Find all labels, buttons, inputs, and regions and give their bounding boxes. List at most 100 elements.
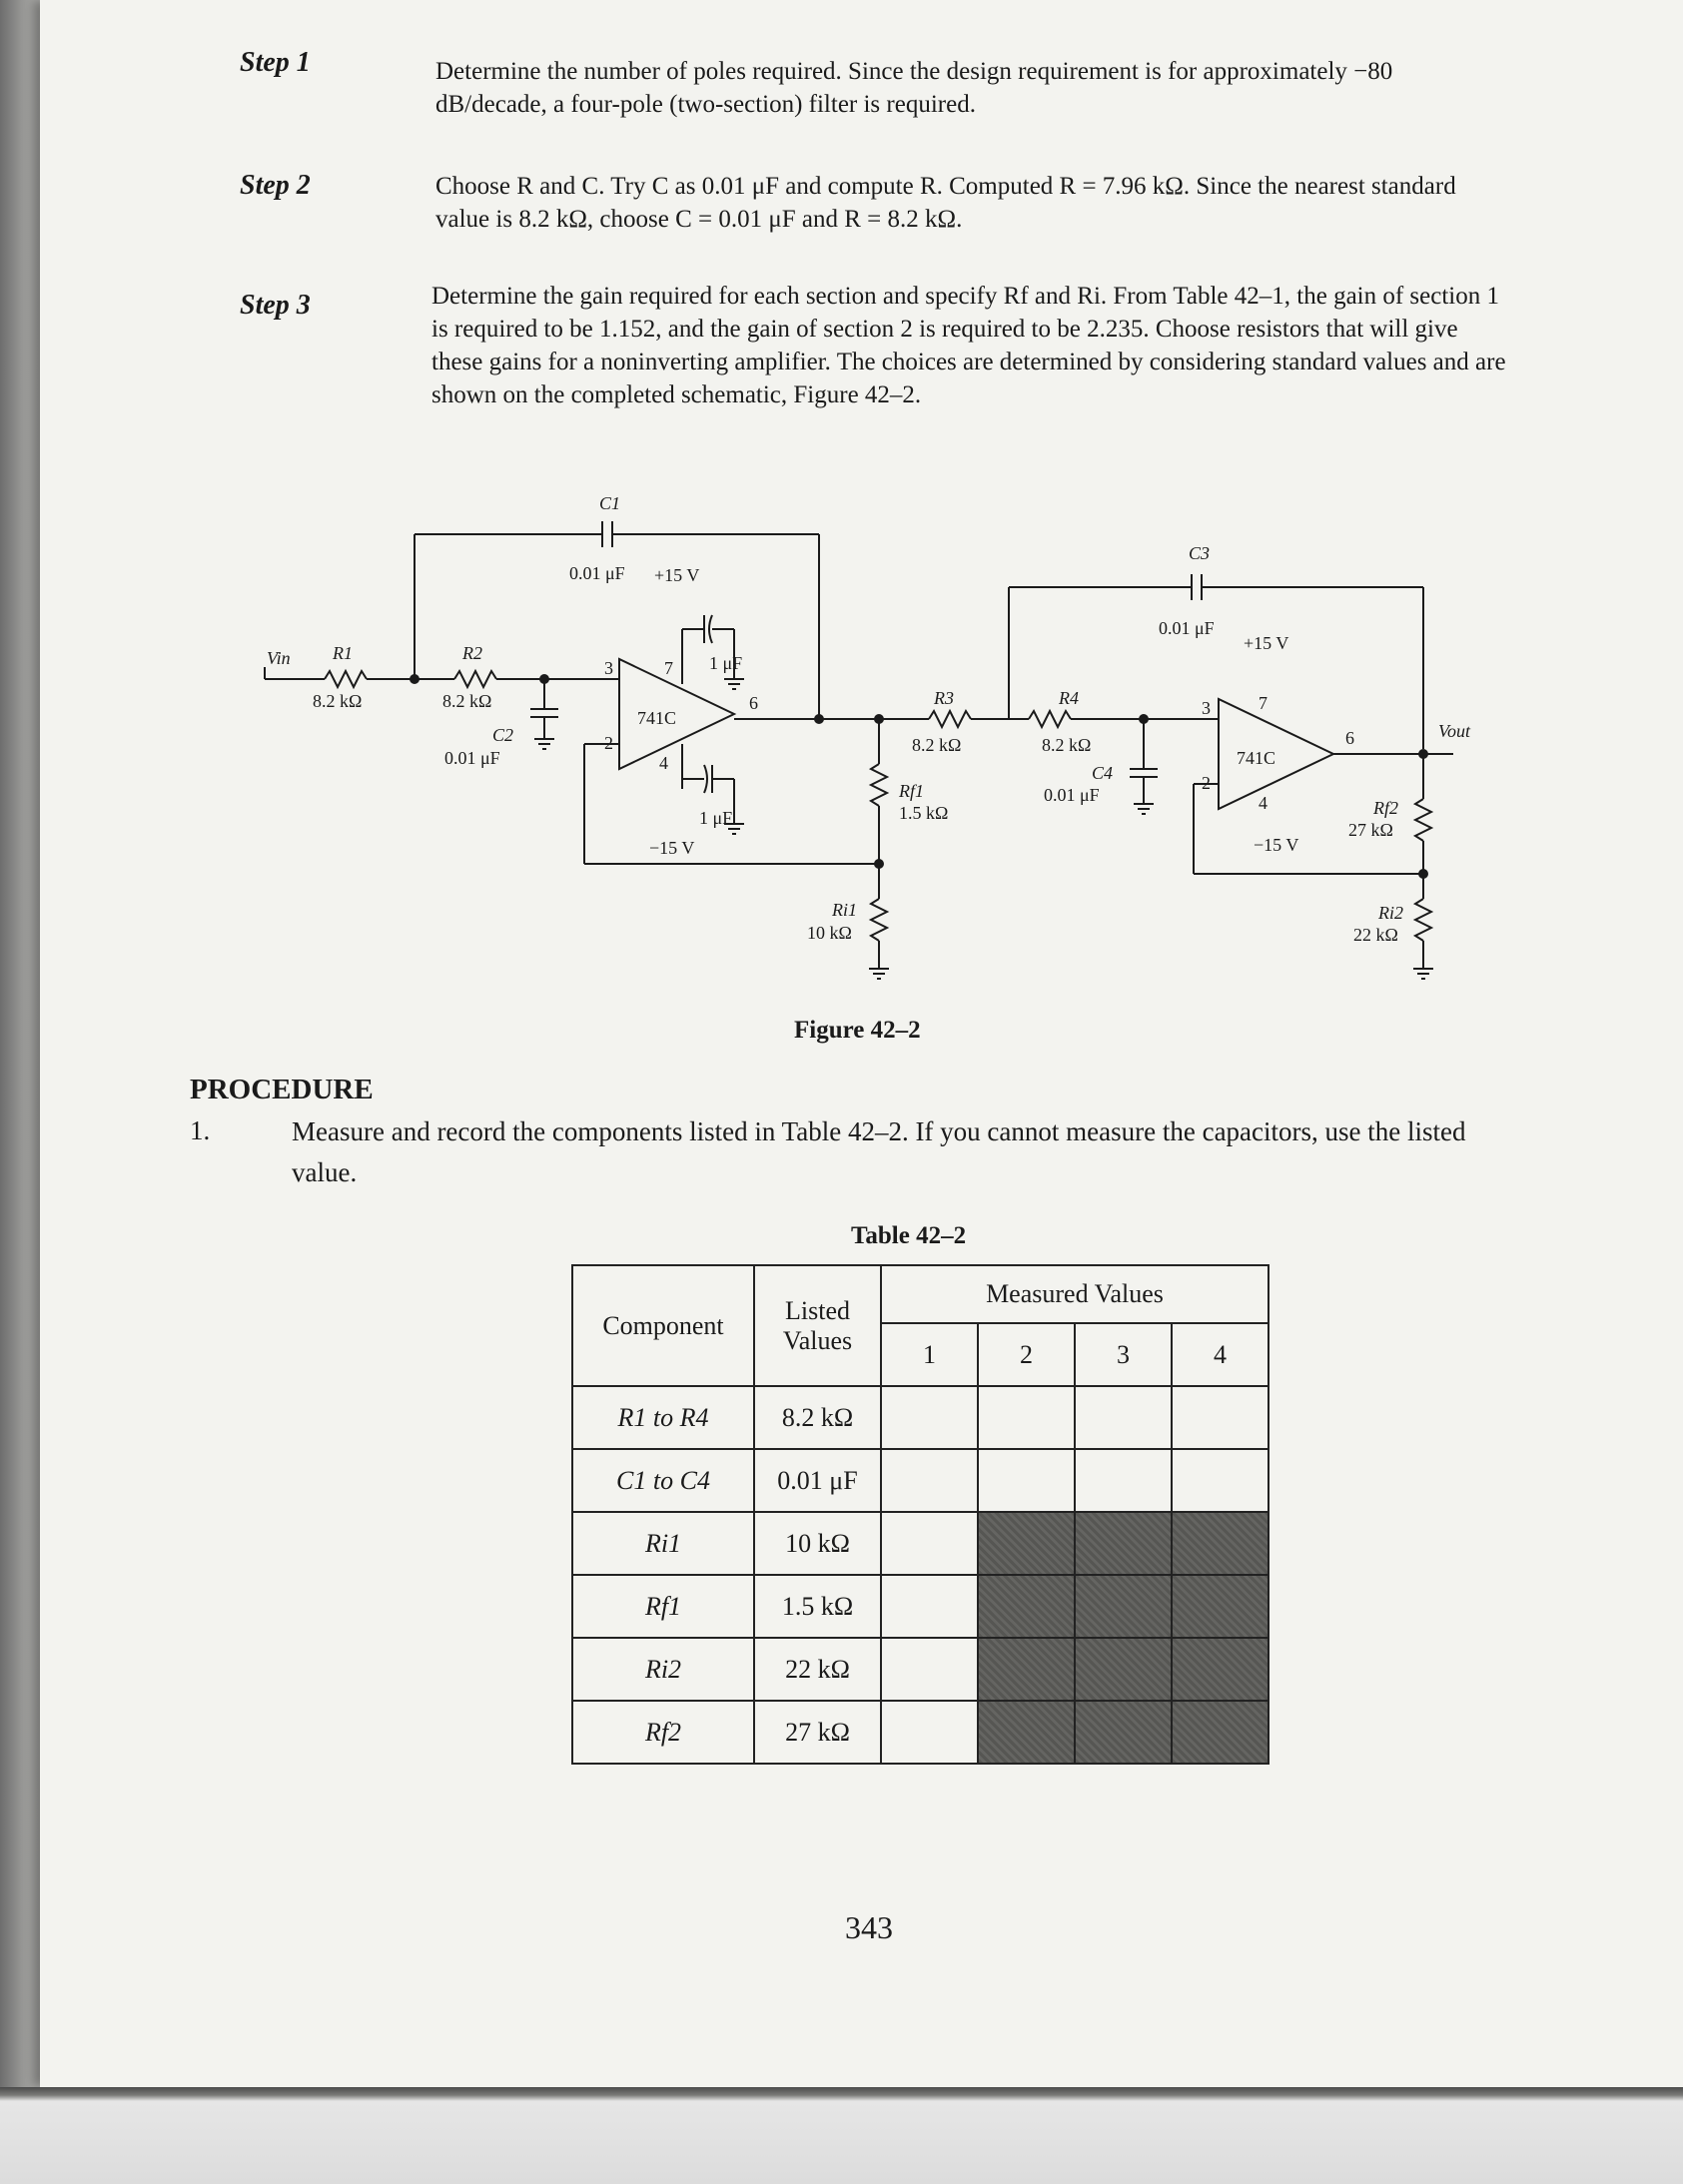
rf1-label: Rf1 [898, 781, 924, 801]
opamp-1-label: 741C [637, 708, 676, 728]
r3-label: R3 [933, 688, 954, 708]
rf2-label: Rf2 [1372, 798, 1398, 818]
table-row: C1 to C4 0.01 μF [571, 1448, 1269, 1513]
shaded-cell [1074, 1574, 1173, 1639]
row-listed: 22 kΩ [753, 1637, 882, 1702]
shaded-cell [1171, 1700, 1269, 1765]
header-listed: Listed Values [753, 1264, 882, 1387]
r1-resistor [324, 668, 368, 690]
c4-value: 0.01 μF [1044, 785, 1100, 805]
rf1-value: 1.5 kΩ [899, 803, 948, 823]
c4-label: C4 [1092, 763, 1113, 783]
measured-cell[interactable] [1171, 1385, 1269, 1450]
r1-label: R1 [332, 643, 353, 663]
c3-value: 0.01 μF [1159, 618, 1215, 638]
row-listed: 1.5 kΩ [753, 1574, 882, 1639]
measured-cell[interactable] [977, 1448, 1076, 1513]
pin6-2: 6 [1345, 728, 1354, 748]
measured-cell[interactable] [880, 1385, 979, 1450]
page-edge-shadow [0, 2087, 1683, 2184]
filter-schematic: Vin R1 8.2 kΩ R2 8.2 kΩ C1 0.01 μF +15 V… [264, 493, 1471, 980]
step-2-label: Step 2 [240, 170, 311, 201]
vpos-2-label: +15 V [1244, 633, 1288, 653]
shaded-cell [1171, 1511, 1269, 1576]
pin6-1: 6 [749, 693, 758, 713]
r2-label: R2 [461, 643, 482, 663]
opamp-2 [1218, 697, 1336, 811]
measured-col-3: 3 [1074, 1322, 1173, 1387]
shaded-cell [1074, 1637, 1173, 1702]
shaded-cell [1171, 1574, 1269, 1639]
opamp-1 [618, 657, 737, 771]
shaded-cell [1074, 1700, 1173, 1765]
vout-label: Vout [1438, 721, 1471, 741]
r1-value: 8.2 kΩ [313, 691, 362, 711]
ri2-resistor [1412, 898, 1434, 942]
procedure-number: 1. [190, 1115, 211, 1145]
r3-resistor [928, 708, 972, 730]
row-listed: 27 kΩ [753, 1700, 882, 1765]
pin2-2: 2 [1202, 773, 1211, 793]
ri1-resistor [868, 898, 890, 942]
c2-value: 0.01 μF [444, 748, 500, 768]
table-row: Rf2 27 kΩ [571, 1700, 1269, 1765]
measured-cell[interactable] [880, 1637, 979, 1702]
step-3-label: Step 3 [240, 290, 311, 321]
measured-cell[interactable] [1171, 1448, 1269, 1513]
r2-resistor [453, 668, 497, 690]
rf2-resistor [1412, 798, 1434, 842]
table-row: Rf1 1.5 kΩ [571, 1574, 1269, 1639]
rf1-resistor [868, 763, 890, 807]
measured-cell[interactable] [880, 1448, 979, 1513]
figure-label: Figure 42–2 [794, 1017, 921, 1044]
measured-cell[interactable] [1074, 1385, 1173, 1450]
ri2-value: 22 kΩ [1353, 925, 1398, 945]
procedure-text: Measure and record the components listed… [292, 1116, 1466, 1187]
step-1-text: Determine the number of poles required. … [435, 58, 1393, 118]
pin4-2: 4 [1259, 793, 1267, 813]
measured-cell[interactable] [880, 1574, 979, 1639]
header-measured: Measured Values [880, 1264, 1269, 1324]
pin2-1: 2 [604, 733, 613, 753]
ri1-label: Ri1 [831, 900, 857, 920]
step-3-text: Determine the gain required for each sec… [431, 283, 1506, 408]
measured-col-4: 4 [1171, 1322, 1269, 1387]
c1-value: 0.01 μF [569, 563, 625, 583]
page-number: 343 [845, 1909, 893, 1945]
component-table: Component Listed Values Measured Values … [571, 1264, 1269, 1765]
vpos-1-label: +15 V [654, 565, 699, 585]
ri1-value: 10 kΩ [807, 923, 852, 943]
c3-label: C3 [1189, 543, 1210, 563]
row-listed: 0.01 μF [753, 1448, 882, 1513]
vneg-1-label: −15 V [649, 838, 694, 858]
row-component: Rf2 [571, 1700, 755, 1765]
row-component: C1 to C4 [571, 1448, 755, 1513]
pin7-2: 7 [1259, 693, 1267, 713]
shaded-cell [977, 1574, 1076, 1639]
measured-cell[interactable] [977, 1385, 1076, 1450]
measured-cell[interactable] [880, 1700, 979, 1765]
rf2-value: 27 kΩ [1348, 820, 1393, 840]
table-caption: Table 42–2 [851, 1222, 967, 1249]
r4-resistor [1028, 708, 1072, 730]
row-component: Ri2 [571, 1637, 755, 1702]
vin-label: Vin [267, 648, 291, 668]
shaded-cell [1074, 1511, 1173, 1576]
row-listed: 10 kΩ [753, 1511, 882, 1576]
pin7-1: 7 [664, 658, 673, 678]
row-component: Ri1 [571, 1511, 755, 1576]
opamp-2-label: 741C [1237, 748, 1275, 768]
measured-col-2: 2 [977, 1322, 1076, 1387]
vneg-2-label: −15 V [1254, 835, 1298, 855]
header-component: Component [571, 1264, 755, 1387]
shaded-cell [977, 1511, 1076, 1576]
bypass-1-value: 1 μF [709, 653, 742, 673]
pin3-2: 3 [1202, 698, 1211, 718]
step-2-text: Choose R and C. Try C as 0.01 μF and com… [435, 173, 1456, 233]
measured-col-1: 1 [880, 1322, 979, 1387]
r2-value: 8.2 kΩ [442, 691, 491, 711]
measured-cell[interactable] [1074, 1448, 1173, 1513]
c2-label: C2 [492, 725, 513, 745]
measured-cell[interactable] [880, 1511, 979, 1576]
table-row: Ri1 10 kΩ [571, 1511, 1269, 1576]
